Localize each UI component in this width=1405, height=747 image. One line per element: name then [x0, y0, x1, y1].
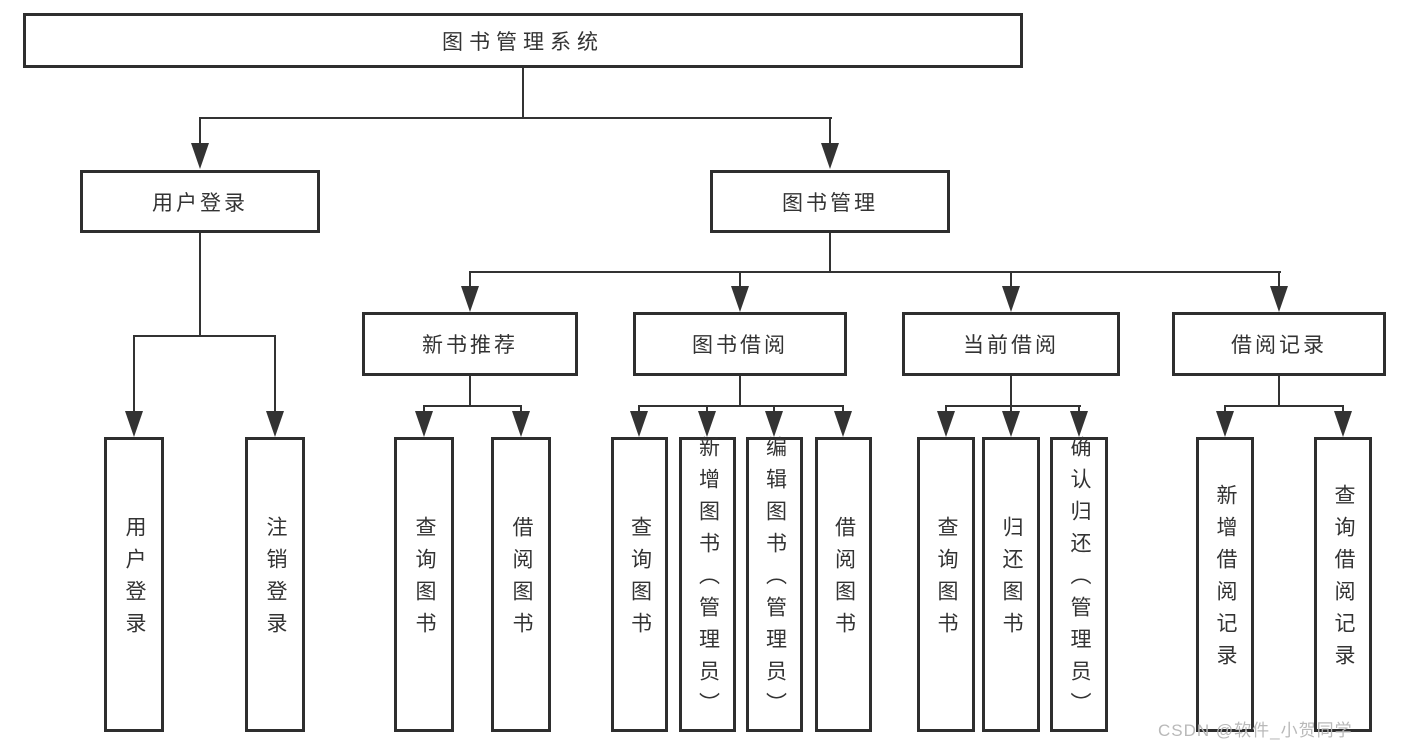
connector-line — [133, 335, 135, 415]
node-label: 确认归还（管理员） — [1068, 435, 1091, 724]
connector-line — [133, 335, 276, 337]
arrow-down-icon — [415, 411, 433, 437]
node-label: 查询图书 — [628, 515, 652, 644]
connector-line — [1342, 405, 1344, 415]
connector-line — [199, 117, 832, 119]
connector-line — [739, 271, 741, 289]
connector-line — [638, 405, 640, 415]
connector-line — [842, 405, 844, 415]
connector-line — [1078, 405, 1080, 415]
node-label: 新增图书（管理员） — [696, 435, 720, 724]
arrow-down-icon — [834, 411, 852, 437]
connector-line — [739, 376, 741, 406]
connector-line — [469, 376, 471, 406]
connector-line — [520, 405, 522, 415]
leaf-query-books-recommend: 查询图书 — [394, 437, 454, 732]
connector-line — [1010, 376, 1012, 406]
leaf-confirm-return-admin: 确认归还（管理员） — [1050, 435, 1108, 732]
connector-line — [423, 405, 522, 407]
connector-line — [1278, 376, 1280, 406]
connector-line — [1224, 405, 1226, 415]
node-label: 注销登录 — [264, 515, 287, 644]
arrow-down-icon — [1002, 411, 1020, 437]
connector-line — [638, 405, 844, 407]
arrow-down-icon — [1334, 411, 1352, 437]
connector-line — [274, 335, 276, 415]
connector-line — [469, 271, 471, 289]
connector-line — [469, 271, 1281, 273]
arrow-down-icon — [266, 411, 284, 437]
connector-line — [1224, 405, 1344, 407]
arrow-down-icon — [1070, 411, 1088, 437]
arrow-down-icon — [1216, 411, 1234, 437]
connector-line — [1010, 405, 1012, 415]
leaf-user-login: 用户登录 — [104, 437, 164, 732]
connector-line — [706, 405, 708, 415]
leaf-query-books-current: 查询图书 — [917, 437, 975, 732]
connector-line — [945, 405, 947, 415]
node-label: 查询图书 — [935, 515, 958, 644]
node-label: 编辑图书（管理员） — [763, 435, 787, 724]
arrow-down-icon — [512, 411, 530, 437]
node-label: 图书借阅 — [692, 334, 788, 357]
leaf-add-borrow-record: 新增借阅记录 — [1196, 437, 1254, 732]
connector-line — [423, 405, 425, 415]
node-book-borrowing: 图书借阅 — [633, 312, 847, 376]
connector-line — [829, 233, 831, 273]
node-label: 借阅图书 — [832, 515, 856, 644]
connector-line — [1010, 271, 1012, 289]
node-current-borrowing: 当前借阅 — [902, 312, 1120, 376]
node-label: 查询借阅记录 — [1332, 483, 1355, 676]
connector-line — [773, 405, 775, 415]
watermark: CSDN @软件_小贺同学 — [1158, 721, 1353, 740]
leaf-borrow-books-recommend: 借阅图书 — [491, 437, 551, 732]
leaf-return-books: 归还图书 — [982, 437, 1040, 732]
node-label: 新书推荐 — [422, 334, 518, 357]
node-new-book-recommendation: 新书推荐 — [362, 312, 578, 376]
leaf-query-borrow-record: 查询借阅记录 — [1314, 437, 1372, 732]
arrow-down-icon — [937, 411, 955, 437]
node-library-management-system: 图书管理系统 — [23, 13, 1023, 68]
leaf-add-books-admin: 新增图书（管理员） — [679, 435, 736, 732]
arrow-down-icon — [461, 286, 479, 312]
node-label: 借阅图书 — [510, 515, 533, 644]
arrow-down-icon — [821, 143, 839, 169]
leaf-edit-books-admin: 编辑图书（管理员） — [746, 435, 803, 732]
node-book-management: 图书管理 — [710, 170, 950, 233]
leaf-logout: 注销登录 — [245, 437, 305, 732]
node-label: 用户登录 — [123, 515, 146, 644]
node-label: 图书管理 — [782, 191, 878, 215]
node-label: 归还图书 — [1000, 515, 1023, 644]
connector-line — [199, 117, 201, 147]
arrow-down-icon — [731, 286, 749, 312]
leaf-query-books-borrow: 查询图书 — [611, 437, 668, 732]
leaf-borrow-books: 借阅图书 — [815, 437, 872, 732]
arrow-down-icon — [630, 411, 648, 437]
node-borrowing-records: 借阅记录 — [1172, 312, 1386, 376]
arrow-down-icon — [125, 411, 143, 437]
connector-line — [1278, 271, 1280, 289]
arrow-down-icon — [1270, 286, 1288, 312]
arrow-down-icon — [191, 143, 209, 169]
connector-line — [199, 233, 201, 336]
node-label: 查询图书 — [413, 515, 436, 644]
arrow-down-icon — [698, 411, 716, 437]
arrow-down-icon — [1002, 286, 1020, 312]
node-label: 图书管理系统 — [442, 30, 604, 54]
connector-line — [945, 405, 1081, 407]
arrow-down-icon — [765, 411, 783, 437]
connector-line — [829, 117, 831, 147]
node-label: 当前借阅 — [963, 334, 1059, 357]
node-label: 用户登录 — [152, 191, 248, 215]
connector-line — [522, 68, 524, 118]
node-label: 新增借阅记录 — [1214, 483, 1237, 676]
node-label: 借阅记录 — [1231, 334, 1327, 357]
node-user-login: 用户登录 — [80, 170, 320, 233]
